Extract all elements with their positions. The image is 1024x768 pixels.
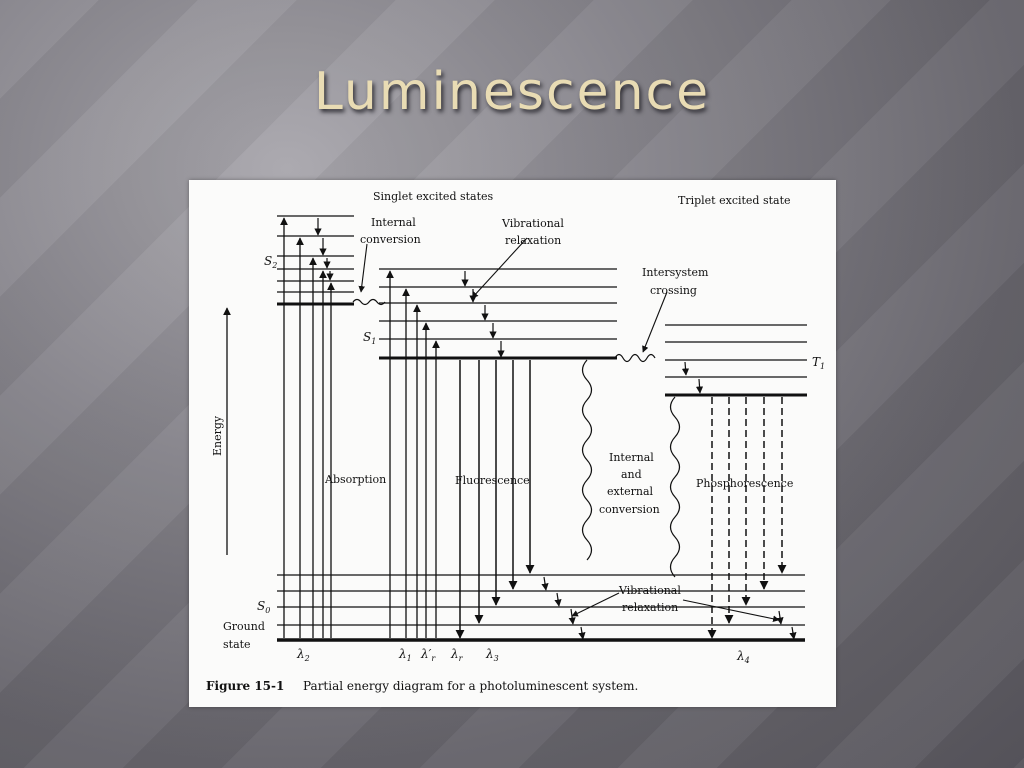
s0-symbol: S0 — [257, 599, 270, 615]
slide-title: Luminescence — [313, 62, 711, 122]
s2-relaxation-arrows — [314, 218, 334, 281]
ground-state-label-line1: Ground — [223, 620, 265, 633]
lambda2-symbol: λ2 — [296, 647, 310, 663]
vib-relax-top-label-line1: Vibrational — [501, 217, 564, 230]
intersystem-label-line2: crossing — [650, 284, 697, 297]
s0-relaxation-arrows-left — [541, 576, 586, 640]
internal-conversion-label-line2: conversion — [360, 233, 421, 246]
s0-relaxation-arrows-right — [776, 610, 797, 640]
s1-symbol: S1 — [363, 330, 376, 346]
vib-relax-top-pointer — [471, 237, 528, 299]
internal-conversion-pointer — [358, 243, 368, 293]
fluorescence-label: Fluorescence — [455, 474, 530, 487]
level-lines — [277, 215, 807, 642]
intersystem-label-line1: Intersystem — [642, 266, 709, 279]
triplet-state-label: Triplet excited state — [678, 194, 791, 207]
s1-absorption-arrows — [386, 270, 440, 638]
energy-diagram-figure: Singlet excited states Triplet excited s… — [189, 180, 836, 707]
internal-conversion-label-line1: Internal — [371, 216, 416, 229]
lambdar-symbol: λr — [450, 647, 464, 663]
t1-relaxation-arrows — [681, 361, 704, 394]
vib-relax-top-label-line2: relaxation — [505, 234, 561, 247]
lambda1-prime-symbol: λ′r — [420, 647, 436, 663]
phosphorescence-label: Phosphorescence — [696, 477, 793, 490]
ground-state-label-line2: state — [223, 638, 251, 651]
s2-absorption-arrows — [280, 217, 335, 638]
lambda1-symbol: λ1 — [398, 647, 412, 663]
jablonski-diagram: Singlet excited states Triplet excited s… — [206, 190, 825, 693]
s2-symbol: S2 — [264, 254, 277, 270]
figure-caption: Partial energy diagram for a photolumine… — [303, 679, 638, 693]
vib-relax-bottom-label-line2: relaxation — [622, 601, 678, 614]
fluorescence-arrows — [455, 360, 535, 639]
intersystem-pointer — [642, 291, 668, 353]
int-ext-label-line3: external — [607, 485, 654, 498]
int-ext-label-line1: Internal — [609, 451, 654, 464]
absorption-label: Absorption — [324, 473, 386, 486]
int-ext-label-line4: conversion — [599, 503, 660, 516]
vib-relax-bottom-pointer-right — [682, 599, 780, 623]
figure-number: Figure 15-1 — [206, 679, 284, 693]
vib-relax-bottom-pointer-left — [571, 592, 620, 617]
vib-relax-bottom-label-line1: Vibrational — [618, 584, 681, 597]
energy-axis-label: Energy — [211, 415, 224, 456]
lambda4-symbol: λ4 — [736, 649, 750, 665]
t1-s0-wavy-arrow — [669, 396, 681, 578]
s2-s1-wavy-arrow — [352, 298, 386, 306]
singlet-states-label: Singlet excited states — [373, 190, 494, 203]
t1-symbol: T1 — [812, 355, 825, 371]
phosphorescence-arrows — [707, 397, 787, 639]
s1-relaxation-arrows — [461, 271, 505, 358]
intersystem-wavy-arrow — [614, 353, 656, 363]
int-ext-label-line2: and — [621, 468, 642, 481]
s1-s0-wavy-arrow — [581, 359, 593, 561]
lambda3-symbol: λ3 — [485, 647, 499, 663]
